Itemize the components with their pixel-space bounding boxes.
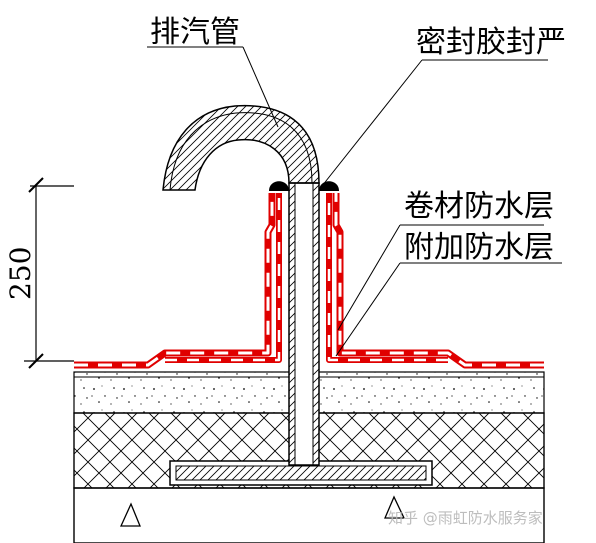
label-membrane-layer: 卷材防水层 [404,189,554,224]
pipe-base-flange [169,460,433,486]
height-dimension [24,177,74,369]
structural-layers [73,371,545,543]
aggregate-triangle-left [119,502,141,527]
sealant-left [269,181,289,191]
label-vent-pipe: 排汽管 [150,15,240,50]
aggregate-triangle-right [384,495,406,519]
sealant-right [319,181,339,191]
waterproof-membranes [74,193,544,369]
label-additional-layer: 附加防水层 [404,230,554,265]
label-sealant: 密封胶封严 [416,25,566,60]
base-slab [73,487,545,543]
pipe-riser-inner-wall-left [288,182,296,466]
membrane-left-inner [165,193,282,363]
pipe-riser-inner-wall-right [312,182,320,466]
height-dimension-value: 250 [4,247,37,300]
membrane-left-outer [74,193,276,369]
leader-lines [147,46,562,357]
pipe-gooseneck [162,104,320,191]
watermark-text: 知乎 @雨虹防水服务家 [388,509,543,527]
vent-pipe [162,104,320,466]
